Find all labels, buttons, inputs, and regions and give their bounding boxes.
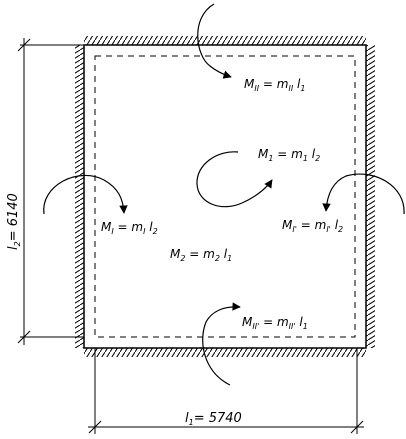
top-support-hatch [84,36,366,45]
slab-outline [83,44,367,349]
dimension-l2-label: l2= 6140 [6,193,22,250]
bottom-support-hatch [84,348,366,357]
moment-label-center-bottom: M2 = m2 l1 [170,247,232,263]
bottom-moment-arrow [202,302,241,386]
right-support-hatch [366,45,375,348]
dimension-l1 [88,348,364,434]
center-moment-arrow [196,151,273,208]
left-support-hatch [75,45,84,348]
top-moment-arrow [197,3,232,79]
right-moment-arrow [322,173,405,215]
moment-label-bottom: MII' = mII' l1 [242,315,308,331]
moment-label-top: MII = mII l1 [244,77,305,93]
moment-label-center-top: M1 = m1 l2 [258,147,320,163]
dimension-l1-label: l1= 5740 [185,411,242,427]
dimension-l2 [17,38,84,345]
left-moment-arrow [43,174,128,215]
slab-inner-dashed [94,55,356,338]
moment-label-right: MI' = mI' l2 [282,218,343,234]
moment-label-left: MI = mI l2 [101,220,158,236]
